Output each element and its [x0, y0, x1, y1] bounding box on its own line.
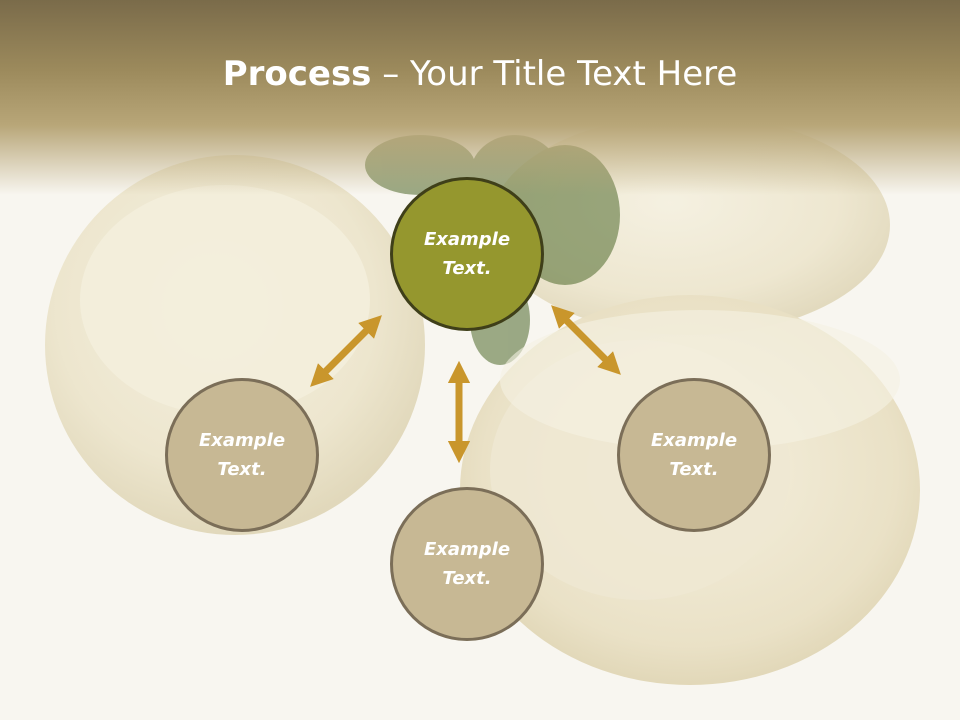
title-bold: Process [222, 54, 372, 94]
center-node: Example Text. [390, 177, 544, 331]
right-node: Example Text. [617, 378, 771, 532]
left-node: Example Text. [165, 378, 319, 532]
slide-title: Process – Your Title Text Here [0, 52, 960, 96]
center-node-label: Example Text. [423, 229, 511, 279]
left-node-label: Example Text. [198, 430, 286, 480]
bottom-node-label: Example Text. [423, 539, 511, 589]
right-node-label: Example Text. [650, 430, 738, 480]
title-rest: – Your Title Text Here [371, 54, 738, 94]
title-band [0, 0, 960, 200]
bottom-node: Example Text. [390, 487, 544, 641]
